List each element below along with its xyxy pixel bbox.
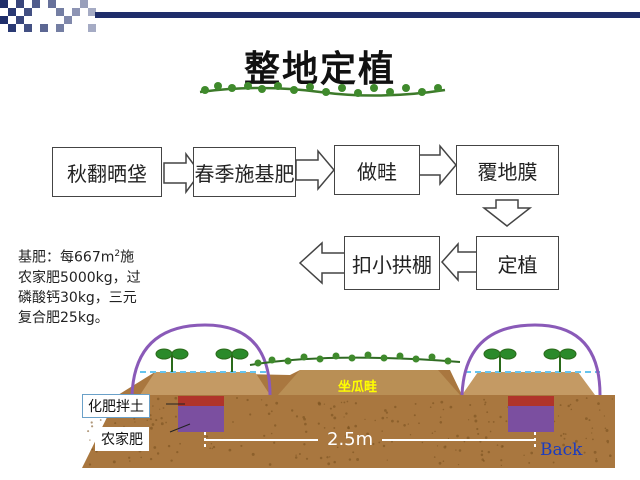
note-text: 复合肥25kg。	[18, 308, 198, 328]
seedling-icon	[544, 349, 576, 372]
arrow-2-to-3	[296, 151, 334, 189]
seedling-icon	[156, 349, 188, 372]
flow-step-label: 春季施基肥	[195, 158, 295, 187]
note-text: 施	[120, 250, 134, 266]
flow-step-cover-film: 覆地膜	[456, 145, 559, 195]
back-link[interactable]: Back	[540, 440, 582, 460]
title-vine-decoration	[200, 82, 445, 97]
spacing-label: 2.5m	[327, 429, 373, 450]
manure-label: 农家肥	[95, 427, 149, 451]
base-fertilizer-note: 基肥：每667m2施 农家肥5000kg，过 磷酸钙30kg，三元 复合肥25k…	[18, 244, 198, 328]
note-text: 农家肥5000kg，过	[18, 268, 198, 288]
flow-step-label: 覆地膜	[478, 156, 538, 185]
fertilizer-mix-label: 化肥拌土	[82, 394, 150, 418]
arrow-3-to-4	[418, 146, 456, 184]
flow-step-label: 做畦	[357, 156, 397, 185]
seedling-icon	[484, 349, 516, 372]
ridge-vine-decoration	[250, 352, 460, 367]
flow-step-label: 扣小拱棚	[352, 249, 432, 278]
note-text: 磷酸钙30kg，三元	[18, 288, 198, 308]
arrow-6-out	[300, 243, 348, 283]
ridge-label: 坐瓜畦	[338, 376, 377, 395]
arrow-4-to-5	[484, 200, 530, 226]
seedling-icon	[216, 349, 248, 372]
flow-step-label: 定植	[498, 249, 538, 278]
arrow-5-to-6	[442, 244, 478, 280]
flow-step-label: 秋翻晒垡	[67, 158, 147, 187]
note-text: 基肥：每667m	[18, 250, 114, 266]
flow-step-base-fertilizer: 春季施基肥	[193, 147, 296, 197]
flow-step-make-ridge: 做畦	[334, 145, 420, 195]
flow-step-small-arch-shed: 扣小拱棚	[344, 236, 440, 290]
flow-step-autumn-tillage: 秋翻晒垡	[52, 147, 162, 197]
flow-step-transplant: 定植	[476, 236, 559, 290]
